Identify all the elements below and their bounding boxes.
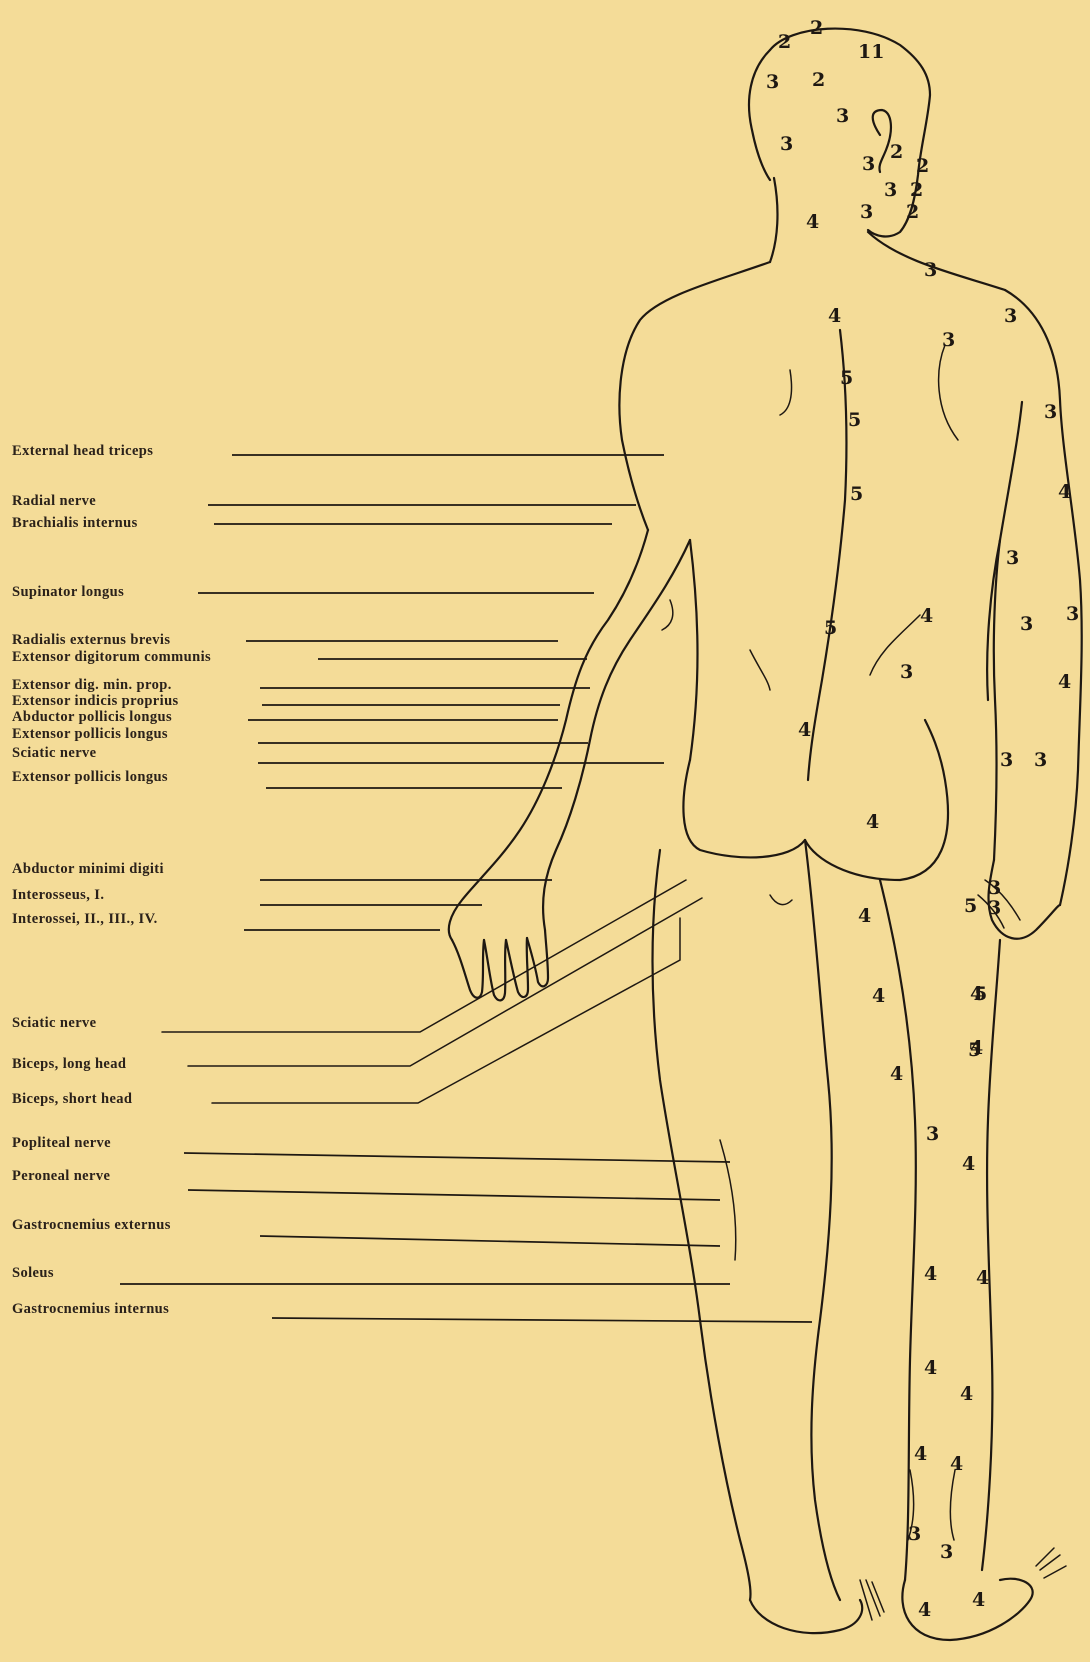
zone-number: 3 bbox=[908, 1523, 921, 1545]
label-sciatic-nerve-lower: Sciatic nerve bbox=[12, 1016, 97, 1031]
label-radialis-externus-brevis: Radialis externus brevis bbox=[12, 633, 170, 648]
zone-number: 4 bbox=[924, 1263, 937, 1285]
zone-number: 3 bbox=[942, 329, 955, 351]
zone-number: 3 bbox=[766, 71, 779, 93]
zone-number: 3 bbox=[924, 259, 937, 281]
zone-number: 3 bbox=[988, 897, 1001, 919]
label-extensor-indicis-proprius: Extensor indicis proprius bbox=[12, 694, 179, 709]
zone-number: 4 bbox=[960, 1383, 973, 1405]
zone-number: 2 bbox=[810, 17, 823, 39]
zone-number: 3 bbox=[884, 179, 897, 201]
label-extensor-pollicis-longus: Extensor pollicis longus bbox=[12, 727, 168, 742]
zone-number: 3 bbox=[988, 877, 1001, 899]
zone-number: 4 bbox=[976, 1267, 989, 1289]
zone-number: 4 bbox=[920, 605, 933, 627]
zone-number: 4 bbox=[858, 905, 871, 927]
label-gastrocnemius-internus: Gastrocnemius internus bbox=[12, 1302, 169, 1317]
label-peroneal-nerve: Peroneal nerve bbox=[12, 1169, 110, 1184]
zone-number: 3 bbox=[1004, 305, 1017, 327]
zone-number: 4 bbox=[914, 1443, 927, 1465]
label-extensor-pollicis-longus-2: Extensor pollicis longus bbox=[12, 770, 168, 785]
zone-number: 3 bbox=[1044, 401, 1057, 423]
label-interosseus-1: Interosseus, I. bbox=[12, 888, 104, 903]
label-radial-nerve: Radial nerve bbox=[12, 494, 96, 509]
zone-number: 5 bbox=[964, 895, 977, 917]
zone-number: 3 bbox=[926, 1123, 939, 1145]
zone-number: 3 bbox=[862, 153, 875, 175]
zone-number: 3 bbox=[900, 661, 913, 683]
label-soleus: Soleus bbox=[12, 1266, 54, 1281]
zone-number: 3 bbox=[1000, 749, 1013, 771]
label-interossei-2-3-4: Interossei, II., III., IV. bbox=[12, 912, 158, 927]
zone-number: 4 bbox=[972, 1589, 985, 1611]
label-abductor-pollicis-longus: Abductor pollicis longus bbox=[12, 710, 172, 725]
label-extensor-dig-min-prop: Extensor dig. min. prop. bbox=[12, 678, 172, 693]
zone-number: 4 bbox=[1058, 481, 1071, 503]
label-external-head-triceps: External head triceps bbox=[12, 444, 153, 459]
zone-number: 5 bbox=[840, 367, 853, 389]
zone-number: 3 bbox=[1066, 603, 1079, 625]
zone-number: 4 bbox=[890, 1063, 903, 1085]
leader-lines bbox=[120, 455, 812, 1322]
zone-number: 11 bbox=[858, 41, 884, 63]
label-biceps-long-head: Biceps, long head bbox=[12, 1057, 126, 1072]
label-abductor-minimi-digiti: Abductor minimi digiti bbox=[12, 862, 164, 877]
zone-number: 4 bbox=[962, 1153, 975, 1175]
zone-number: 4 bbox=[866, 811, 879, 833]
zone-number: 2 bbox=[812, 69, 825, 91]
label-biceps-short-head: Biceps, short head bbox=[12, 1092, 132, 1107]
zone-number: 3 bbox=[860, 201, 873, 223]
zone-number: 4 bbox=[918, 1599, 931, 1621]
label-popliteal-nerve: Popliteal nerve bbox=[12, 1136, 111, 1151]
zone-number: 4 bbox=[872, 985, 885, 1007]
zone-number: 4 bbox=[950, 1453, 963, 1475]
zone-number: 5 bbox=[974, 983, 987, 1005]
zone-number: 2 bbox=[910, 179, 923, 201]
zone-number: 3 bbox=[940, 1541, 953, 1563]
zone-number: 2 bbox=[890, 141, 903, 163]
zone-number: 3 bbox=[1034, 749, 1047, 771]
body-outline bbox=[449, 29, 1082, 1640]
zone-number: 5 bbox=[848, 409, 861, 431]
zone-number: 4 bbox=[1058, 671, 1071, 693]
zone-number: 3 bbox=[1006, 547, 1019, 569]
label-extensor-digitorum-communis: Extensor digitorum communis bbox=[12, 650, 211, 665]
zone-number: 3 bbox=[780, 133, 793, 155]
label-sciatic-nerve-upper: Sciatic nerve bbox=[12, 746, 97, 761]
zone-number: 5 bbox=[968, 1039, 981, 1061]
label-gastrocnemius-externus: Gastrocnemius externus bbox=[12, 1218, 171, 1233]
zone-number: 3 bbox=[1020, 613, 1033, 635]
zone-number: 3 bbox=[836, 105, 849, 127]
label-supinator-longus: Supinator longus bbox=[12, 585, 124, 600]
zone-number: 2 bbox=[916, 155, 929, 177]
label-brachialis-internus: Brachialis internus bbox=[12, 516, 138, 531]
zone-number: 5 bbox=[850, 483, 863, 505]
zone-number: 2 bbox=[906, 201, 919, 223]
zone-number: 2 bbox=[778, 31, 791, 53]
zone-number: 4 bbox=[924, 1357, 937, 1379]
zone-number: 5 bbox=[824, 617, 837, 639]
zone-number: 4 bbox=[798, 719, 811, 741]
zone-number: 4 bbox=[806, 211, 819, 233]
zone-number: 4 bbox=[828, 305, 841, 327]
